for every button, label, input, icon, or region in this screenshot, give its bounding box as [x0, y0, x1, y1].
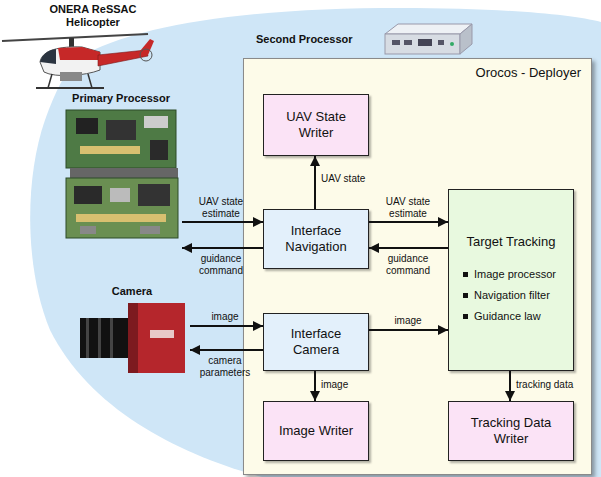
item-text: Navigation filter	[474, 289, 550, 302]
flow-arrow	[182, 221, 263, 223]
component-box: Interface Camera	[263, 313, 369, 371]
region-label: Second Processor	[256, 33, 353, 46]
bullet-item: Navigation filter	[463, 289, 550, 302]
box-heading: Image Writer	[279, 423, 353, 439]
vehicle-label: ONERA ReSSAC Helicopter	[38, 3, 148, 29]
bullet-item: Guidance law	[463, 310, 541, 323]
edge-label: UAV state estimate	[372, 196, 444, 220]
edge-label: image	[190, 311, 260, 323]
camera-illustration	[80, 303, 185, 373]
primary-processor-boards	[66, 110, 178, 238]
flow-arrow	[314, 156, 316, 209]
flow-arrow	[369, 247, 448, 249]
hardware-unit: Camera	[74, 283, 190, 377]
box-heading: Tracking Data Writer	[457, 415, 565, 447]
edge-label: image	[372, 315, 444, 327]
flow-arrow	[369, 329, 448, 331]
flow-arrow	[190, 349, 263, 351]
frame-label: Orocos - Deployer	[476, 65, 581, 80]
second-processor-unit	[385, 24, 472, 54]
edge-label: UAV state	[321, 173, 381, 185]
hardware-unit: Primary Processor	[60, 90, 182, 255]
bullet-square	[463, 272, 468, 277]
box-heading: Interface Navigation	[272, 223, 360, 255]
flow-arrow	[182, 247, 263, 249]
component-box: Interface Navigation	[263, 209, 369, 269]
bullet-item: Image processor	[463, 268, 556, 281]
box-heading: Interface Camera	[272, 326, 360, 358]
helicopter-illustration	[2, 34, 154, 88]
component-box: Target TrackingImage processorNavigation…	[448, 189, 574, 371]
edge-label: image	[321, 379, 371, 391]
component-box: UAV State Writer	[263, 94, 369, 156]
flow-arrow	[190, 325, 263, 327]
bullet-square	[463, 293, 468, 298]
edge-label: camera parameters	[190, 355, 260, 379]
flow-arrow	[369, 221, 448, 223]
edge-label: guidance command	[372, 253, 444, 277]
box-heading: Target Tracking	[467, 234, 556, 250]
edge-label: tracking data	[516, 379, 586, 391]
flow-arrow	[314, 371, 316, 401]
component-box: Image Writer	[263, 401, 369, 461]
hardware-label: Camera	[74, 285, 190, 298]
box-heading: UAV State Writer	[272, 109, 360, 141]
bullet-square	[463, 314, 468, 319]
item-text: Image processor	[474, 268, 556, 281]
component-box: Tracking Data Writer	[448, 401, 574, 461]
hardware-label: Primary Processor	[60, 92, 182, 105]
edge-label: guidance command	[184, 253, 258, 277]
item-text: Guidance law	[474, 310, 541, 323]
edge-label: UAV state estimate	[184, 196, 258, 220]
flow-arrow	[509, 371, 511, 401]
